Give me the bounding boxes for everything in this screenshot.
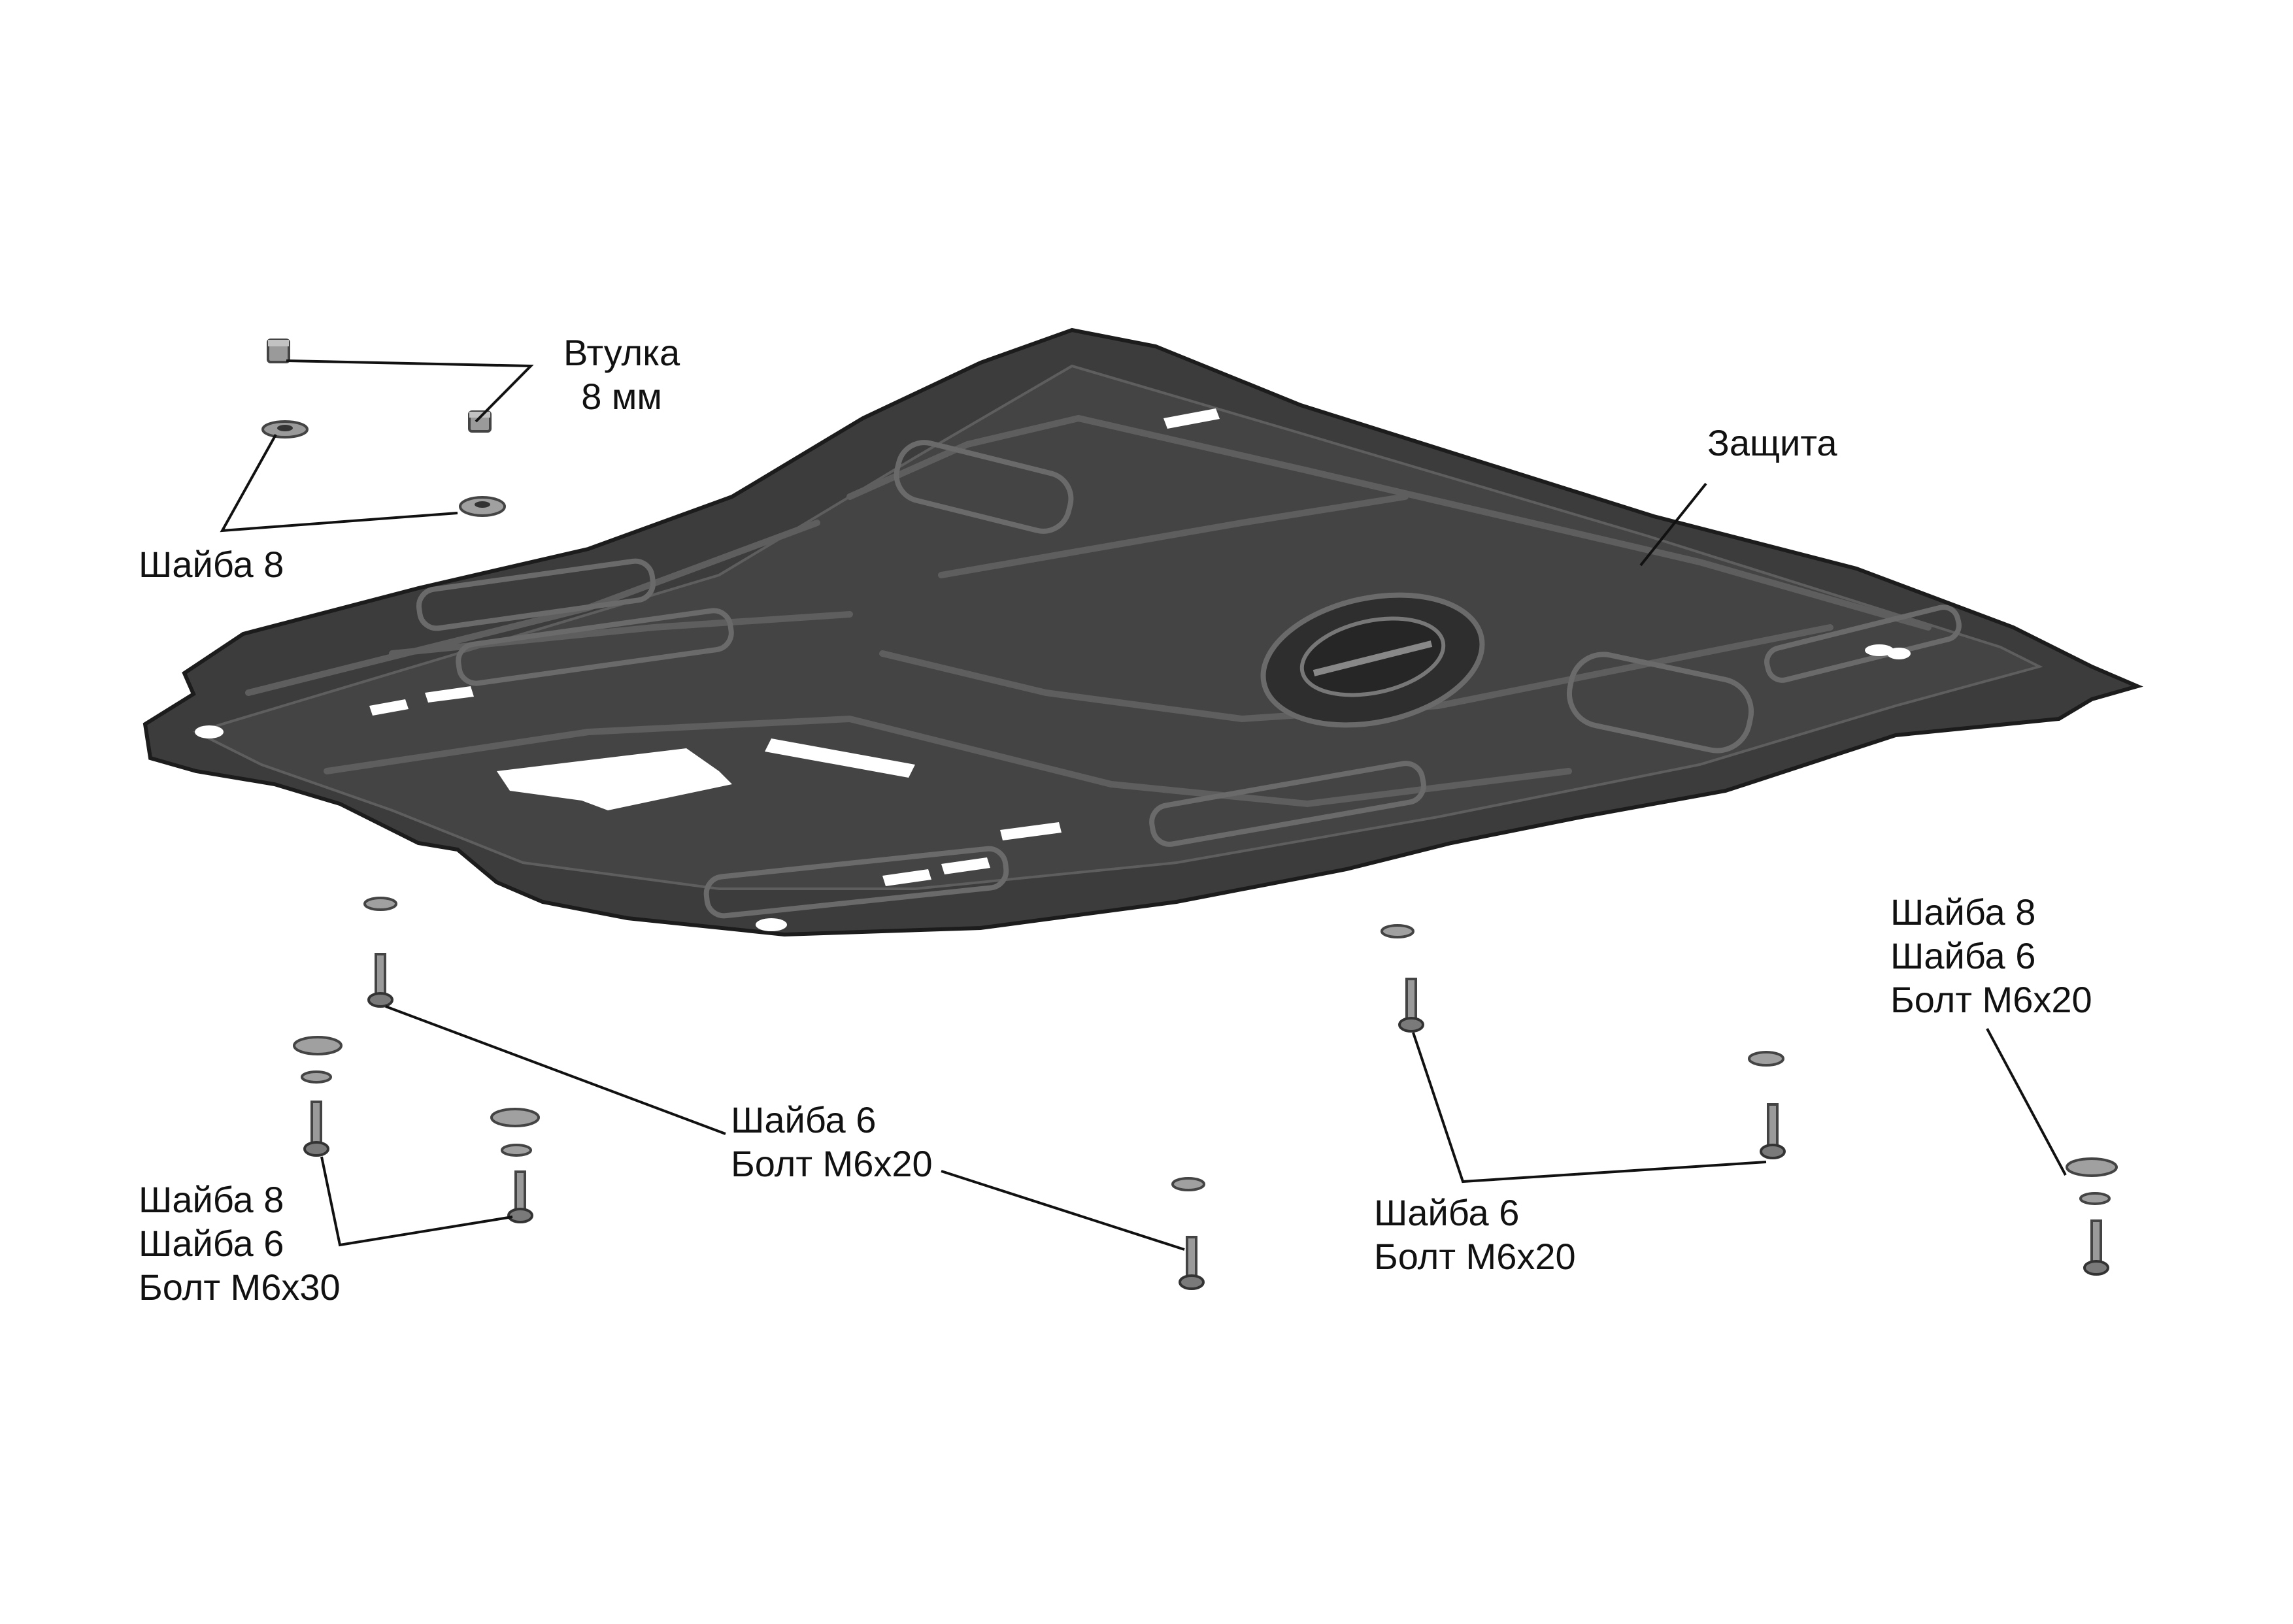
label-line: Защита [1707,422,1837,463]
emboss-left-mid [416,558,656,631]
plate-embossings [416,440,1962,919]
label-washer-8: Шайба 8 [139,542,284,586]
cutout-slot-7 [1163,408,1220,429]
mount-hole-2 [756,918,787,931]
label-line: Шайба 8 [139,544,284,585]
washer-hole-icon [475,501,490,508]
bushing-upper-right [468,410,492,433]
plate-cutouts [195,408,1911,931]
emboss-center-low [1149,761,1426,847]
washer-8-icon [490,1108,540,1127]
washer-6-icon [2079,1192,2111,1205]
washer-6-icon [301,1070,332,1084]
bushing-upper-left [267,339,290,363]
bolt-group-right-b [1748,1051,1786,1159]
bolt-shank-icon [310,1101,322,1149]
leader-shield [1639,482,1707,567]
bolt-head-icon [1179,1274,1205,1290]
emboss-right [1566,652,1754,754]
emboss-right-edge [1764,605,1962,683]
label-line: Втулка [563,332,680,373]
label-left-bottom-bolts: Шайба 8 Шайба 6 Болт М6x30 [139,1178,341,1309]
cutout-slot-3 [425,686,474,703]
rib-2 [846,414,1932,631]
washer-icon [1171,1177,1205,1191]
leader-left-bottom-bolts [320,1156,513,1247]
washer-6-icon [501,1144,532,1157]
cutout-slot-6 [1000,822,1062,840]
leader-center-bolts-a [385,1005,726,1135]
label-line: Шайба 8 [1890,891,2036,933]
washer-hole-icon [277,425,293,431]
label-line: Шайба 6 [1374,1192,1520,1233]
label-far-right-bolts: Шайба 8 Шайба 6 Болт М6x20 [1890,890,2092,1021]
bolt-head-icon [507,1208,533,1223]
skid-plate [142,327,2143,937]
leader-washer-8 [220,434,458,533]
cutout-slot-5 [941,857,990,874]
rib-3 [938,493,1409,578]
hardware [261,339,2118,1290]
bushing-top-face [469,412,490,418]
washer-8-upper-right [459,496,506,517]
label-line: Шайба 8 [139,1179,284,1220]
bolt-shank-icon [1767,1103,1779,1152]
emboss-left-low [456,608,734,686]
rib-4 [324,715,1572,808]
label-line: Шайба 6 [139,1223,284,1264]
label-line: Болт М6x30 [139,1267,341,1308]
cutout-slot-1 [765,738,915,778]
leader-lines [220,359,2067,1251]
bolt-group-lower-left-b [490,1108,540,1223]
label-line: Шайба 6 [731,1099,877,1140]
leader-far-right-bolts [1986,1028,2067,1176]
bolt-group-center [1171,1177,1205,1290]
bolt-shank-icon [1405,978,1417,1025]
label-right-bottom-bolts: Шайба 6 Болт М6x20 [1374,1191,1576,1278]
label-bushing: Втулка 8 мм [563,331,680,418]
cutout-slot-2 [369,699,409,716]
washer-icon [1381,924,1414,938]
mount-hole-1 [195,725,224,738]
bolt-head-icon [2083,1260,2109,1276]
washer-8-icon [293,1036,343,1055]
drain-hatch [1260,592,1485,728]
bolt-head-icon [303,1141,329,1157]
bolt-group-lower-left-a [293,1036,343,1157]
emboss-left-top [894,440,1074,534]
label-line: Болт М6x20 [731,1143,933,1184]
bolt-head-icon [1760,1144,1786,1159]
leader-bushing [286,359,534,423]
mount-hole-4 [1887,648,1911,659]
drain-hatch-slot [1313,640,1433,676]
bolt-shank-icon [1186,1236,1197,1282]
bolt-group-front-left [363,897,397,1008]
bolt-group-right-a [1381,924,1424,1033]
label-line: Болт М6x20 [1374,1236,1576,1277]
label-line: Болт М6x20 [1890,979,2092,1020]
washer-8-upper-left [261,420,309,439]
washer-icon [1748,1051,1784,1067]
cutout-large [497,748,732,810]
bolt-shank-icon [375,953,386,1000]
washer-8-icon [2066,1157,2118,1177]
bolt-head-icon [367,992,393,1008]
label-line: Шайба 6 [1890,935,2036,976]
mount-hole-3 [1865,644,1894,656]
bushing-top-face [268,340,289,346]
emboss-bottom-left [703,846,1009,919]
label-shield: Защита [1707,421,1837,465]
cutout-slot-4 [882,869,931,886]
bolt-head-icon [1398,1017,1424,1033]
bolt-group-far-right [2066,1157,2118,1276]
bolt-shank-icon [2090,1219,2102,1268]
leader-center-bolts-b [941,1170,1185,1251]
leader-right-bottom-bolts [1412,1032,1767,1184]
label-center-bolts: Шайба 6 Болт М6x20 [731,1098,933,1185]
washer-icon [363,897,397,911]
label-line: 8 мм [581,376,662,417]
